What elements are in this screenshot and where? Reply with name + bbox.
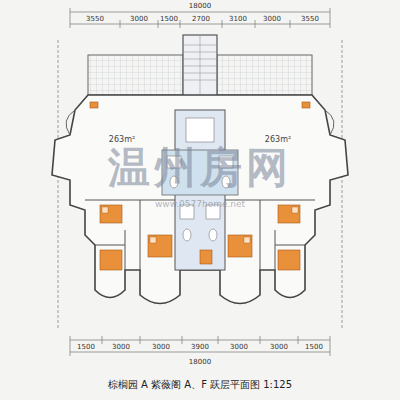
dimension: 3550: [85, 16, 105, 23]
dimension: 1500: [304, 344, 324, 351]
dimension: 3900: [190, 344, 210, 351]
dimension: 3000: [129, 16, 149, 23]
dimension: 18000: [188, 359, 212, 366]
caption: 棕榈园 A 紫薇阁 A、F 跃层平面图 1:125: [108, 380, 292, 390]
dimension: 3000: [111, 344, 131, 351]
area-label: 263m²: [109, 136, 135, 144]
watermark: 温州房网: [108, 147, 292, 189]
dimension: 3100: [228, 16, 248, 23]
dimension: 3000: [229, 344, 249, 351]
dimension: 3000: [269, 344, 289, 351]
dimension: 3000: [151, 344, 171, 351]
dimension: 18000: [188, 3, 212, 10]
dimension: 2700: [191, 16, 211, 23]
dimension: 1500: [76, 344, 96, 351]
dimension: 3550: [300, 16, 320, 23]
area-label: 263m²: [265, 136, 291, 144]
dimension: 3000: [262, 16, 282, 23]
dimension: 1500: [159, 16, 179, 23]
watermark: www.0577home.net: [155, 200, 245, 209]
